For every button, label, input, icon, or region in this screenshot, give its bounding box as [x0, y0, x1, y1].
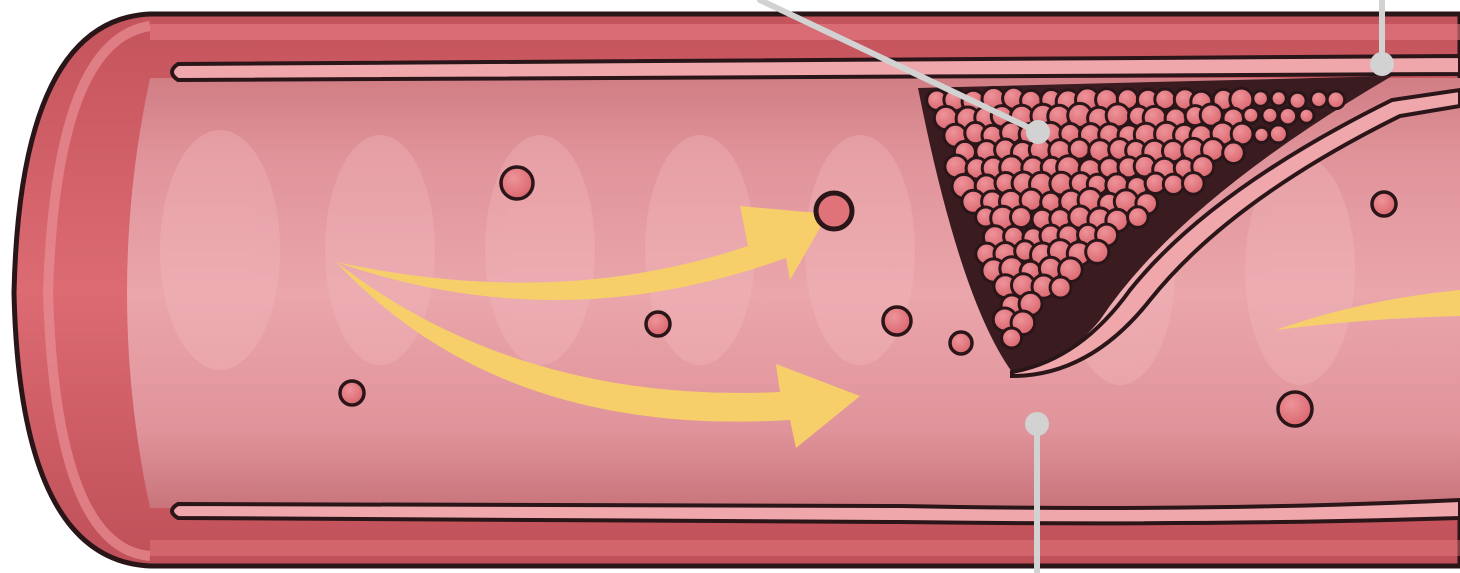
- clot-cell-icon: [1299, 108, 1314, 123]
- clot-cell-icon: [1183, 173, 1205, 195]
- clot-cell-icon: [1243, 107, 1259, 123]
- pointer-dot-icon: [1025, 412, 1049, 436]
- clot-cell-icon: [1271, 91, 1286, 106]
- pointer-dot-icon: [1026, 120, 1050, 144]
- blood-cell-icon: [340, 381, 364, 405]
- blood-cell-icon: [1372, 192, 1396, 216]
- blood-cell-icon: [1278, 392, 1312, 426]
- clot-cell-icon: [1128, 207, 1149, 228]
- clot-cell-icon: [1289, 92, 1306, 109]
- clot-cell-icon: [1002, 328, 1022, 348]
- blood-cell-icon: [646, 312, 670, 336]
- clot-cell-icon: [1327, 91, 1345, 109]
- clot-cell-icon: [1269, 125, 1287, 143]
- clot-cell-icon: [1050, 277, 1071, 298]
- clot-cell-icon: [1163, 174, 1183, 194]
- clot-cell-icon: [1086, 240, 1109, 263]
- clot-cell-icon: [1011, 207, 1032, 228]
- clot-cell-icon: [1279, 108, 1296, 125]
- clot-cell-icon: [1262, 107, 1278, 123]
- blood-cell-icon: [816, 193, 852, 229]
- clot-cell-icon: [1253, 91, 1269, 107]
- pointer-dot-icon: [1370, 52, 1394, 76]
- clot-cell-icon: [1223, 142, 1245, 164]
- clot-cell-icon: [1254, 127, 1269, 142]
- blood-cell-icon: [950, 332, 972, 354]
- clot-cell-icon: [1311, 91, 1327, 107]
- blood-cell-icon: [501, 167, 533, 199]
- blood-cell-icon: [883, 307, 911, 335]
